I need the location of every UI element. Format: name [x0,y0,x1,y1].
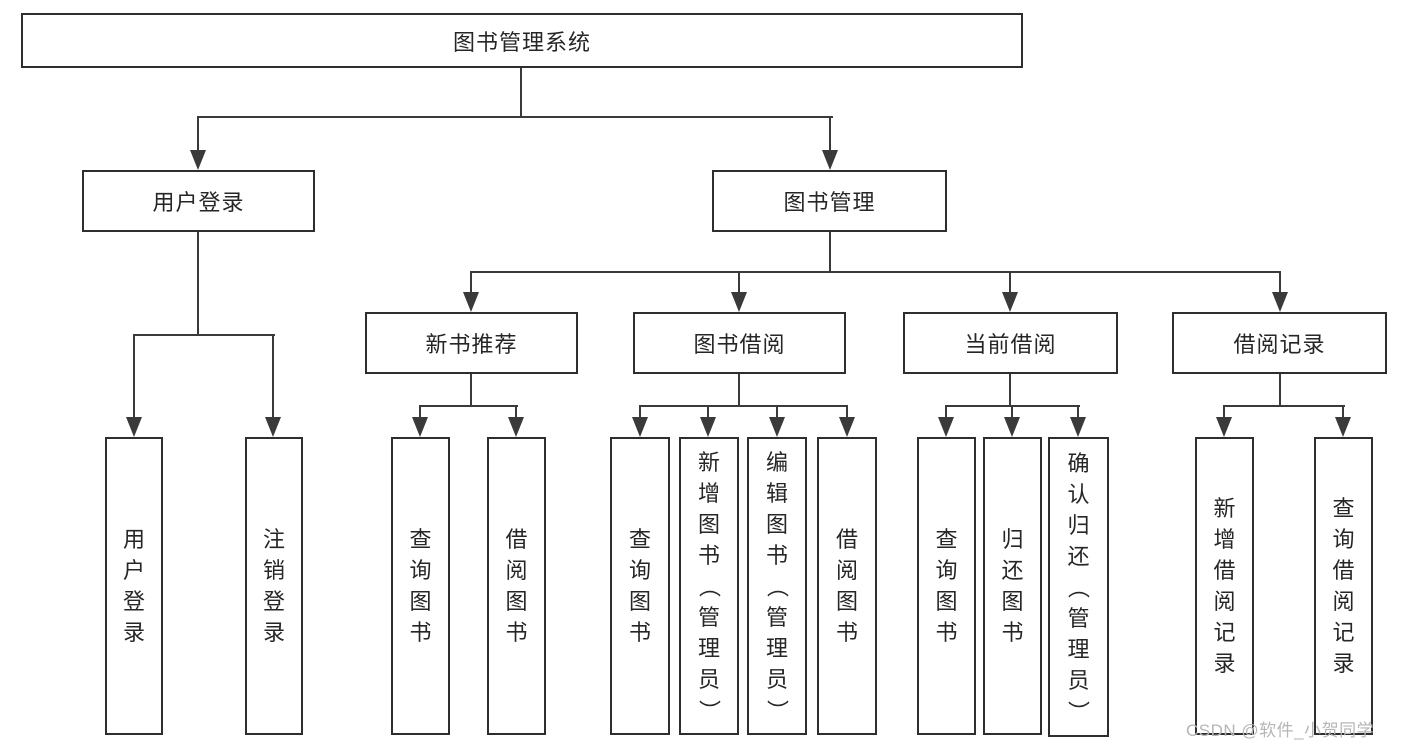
node-book-management: 图书管理 [712,170,947,232]
node-book-borrowing: 图书借阅 [633,312,846,374]
connector-line [1077,405,1079,421]
arrow-down-icon [1004,417,1020,437]
connector-line [470,271,472,296]
arrow-down-icon [938,417,954,437]
leaf-return-books-label: 归还图书 [1001,527,1024,645]
arrow-down-icon [412,417,428,437]
connector-line [470,374,472,407]
connector-line [197,116,199,154]
arrow-down-icon [1216,417,1232,437]
leaf-edit-books-admin: 编辑图书（管理员） [747,437,807,735]
connector-line [1223,405,1225,421]
node-current-borrowing: 当前借阅 [903,312,1118,374]
leaf-query-books-current-label: 查询图书 [935,527,958,645]
arrow-down-icon [632,417,648,437]
leaf-borrow-books-borrow: 借阅图书 [817,437,877,735]
connector-line [1011,405,1013,421]
node-root: 图书管理系统 [21,13,1023,68]
leaf-query-books-current: 查询图书 [917,437,976,735]
connector-line [1009,271,1011,296]
connector-line [829,116,831,154]
node-new-book-recommendation: 新书推荐 [365,312,578,374]
connector-line [133,334,275,336]
connector-line [520,68,522,118]
connector-line [419,405,518,407]
connector-line [419,405,421,421]
leaf-query-books-borrow-label: 查询图书 [628,527,651,645]
leaf-borrow-books-recommend: 借阅图书 [487,437,546,735]
leaf-query-borrow-record-label: 查询借阅记录 [1332,496,1355,676]
connector-line [776,405,778,421]
leaf-edit-books-admin-label: 编辑图书（管理员） [764,449,790,722]
connector-line [272,334,274,422]
connector-line [846,405,848,421]
connector-line [1279,271,1281,296]
leaf-confirm-return-admin-label: 确认归还（管理员） [1065,450,1091,723]
connector-line [1009,374,1011,407]
leaf-logout-login: 注销登录 [245,437,303,735]
leaf-add-books-admin: 新增图书（管理员） [679,437,739,735]
leaf-add-borrow-record-label: 新增借阅记录 [1213,496,1236,676]
arrow-down-icon [1070,417,1086,437]
csdn-watermark: CSDN @软件_小贺同学 [1186,721,1375,740]
connector-line [1279,374,1281,407]
arrow-down-icon [265,417,281,437]
node-new-book-recommendation-label: 新书推荐 [425,332,518,357]
connector-line [197,116,833,118]
arrow-down-icon [1335,417,1351,437]
arrow-down-icon [769,417,785,437]
leaf-user-login-label: 用户登录 [122,527,145,645]
arrow-down-icon [1002,292,1018,312]
leaf-return-books: 归还图书 [983,437,1042,735]
connector-line [639,405,641,421]
node-user-login-label: 用户登录 [152,190,245,215]
leaf-query-books-borrow: 查询图书 [610,437,670,735]
connector-line [470,271,1281,273]
arrow-down-icon [463,292,479,312]
connector-line [1342,405,1344,421]
node-user-login: 用户登录 [82,170,315,232]
leaf-confirm-return-admin: 确认归还（管理员） [1048,437,1109,737]
node-borrowing-records: 借阅记录 [1172,312,1387,374]
leaf-borrow-books-borrow-label: 借阅图书 [835,527,858,645]
leaf-user-login: 用户登录 [105,437,163,735]
connector-line [197,232,199,336]
connector-line [1223,405,1345,407]
leaf-add-borrow-record: 新增借阅记录 [1195,437,1254,735]
node-borrowing-records-label: 借阅记录 [1233,332,1326,357]
node-root-label: 图书管理系统 [452,29,591,55]
arrow-down-icon [822,150,838,170]
node-book-management-label: 图书管理 [783,190,876,215]
arrow-down-icon [1272,292,1288,312]
connector-line [738,271,740,296]
leaf-query-borrow-record: 查询借阅记录 [1314,437,1373,735]
connector-line [639,405,848,407]
connector-line [515,405,517,421]
node-current-borrowing-label: 当前借阅 [964,332,1057,357]
leaf-query-books-recommend-label: 查询图书 [409,527,432,645]
connector-line [133,334,135,422]
leaf-logout-login-label: 注销登录 [262,527,285,645]
leaf-query-books-recommend: 查询图书 [391,437,450,735]
arrow-down-icon [700,417,716,437]
connector-line [738,374,740,407]
connector-line [707,405,709,421]
node-book-borrowing-label: 图书借阅 [693,332,786,357]
leaf-borrow-books-recommend-label: 借阅图书 [505,527,528,645]
arrow-down-icon [190,150,206,170]
arrow-down-icon [126,417,142,437]
arrow-down-icon [731,292,747,312]
arrow-down-icon [508,417,524,437]
connector-line [945,405,947,421]
arrow-down-icon [839,417,855,437]
connector-line [829,232,831,273]
leaf-add-books-admin-label: 新增图书（管理员） [696,449,722,722]
